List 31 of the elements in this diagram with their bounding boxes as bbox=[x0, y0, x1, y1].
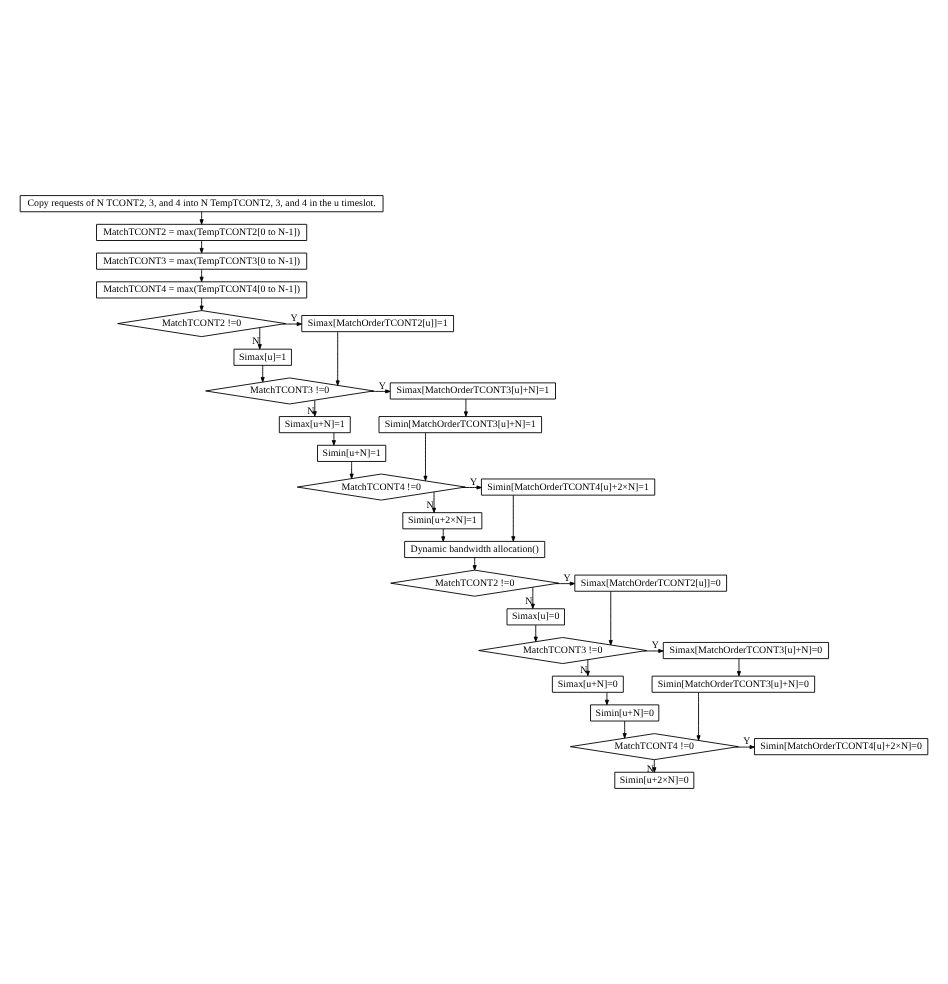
arrow bbox=[260, 365, 265, 383]
arrow bbox=[643, 648, 664, 653]
arrow bbox=[349, 461, 354, 479]
arrow bbox=[199, 240, 204, 254]
arrow bbox=[585, 659, 590, 677]
arrow bbox=[735, 745, 755, 750]
arrow bbox=[472, 557, 477, 571]
arrow bbox=[463, 398, 468, 417]
arrow bbox=[608, 590, 613, 646]
arrow bbox=[511, 494, 516, 542]
arrow bbox=[423, 432, 428, 482]
arrow bbox=[555, 581, 576, 586]
arrow bbox=[441, 528, 446, 542]
arrow bbox=[282, 322, 303, 327]
arrow bbox=[199, 297, 204, 311]
arrow bbox=[530, 586, 535, 609]
arrow bbox=[199, 211, 204, 225]
arrow bbox=[331, 432, 336, 446]
arrow bbox=[335, 331, 340, 386]
arrow bbox=[199, 268, 204, 283]
arrow bbox=[257, 327, 262, 350]
arrow bbox=[533, 624, 538, 642]
arrow bbox=[312, 399, 317, 417]
arrow bbox=[461, 485, 482, 490]
arrow bbox=[622, 720, 627, 739]
arrow bbox=[696, 691, 701, 741]
arrow bbox=[370, 389, 391, 394]
arrow bbox=[652, 759, 657, 773]
arrow bbox=[604, 691, 609, 706]
arrow bbox=[432, 491, 437, 514]
arrow bbox=[736, 658, 741, 677]
